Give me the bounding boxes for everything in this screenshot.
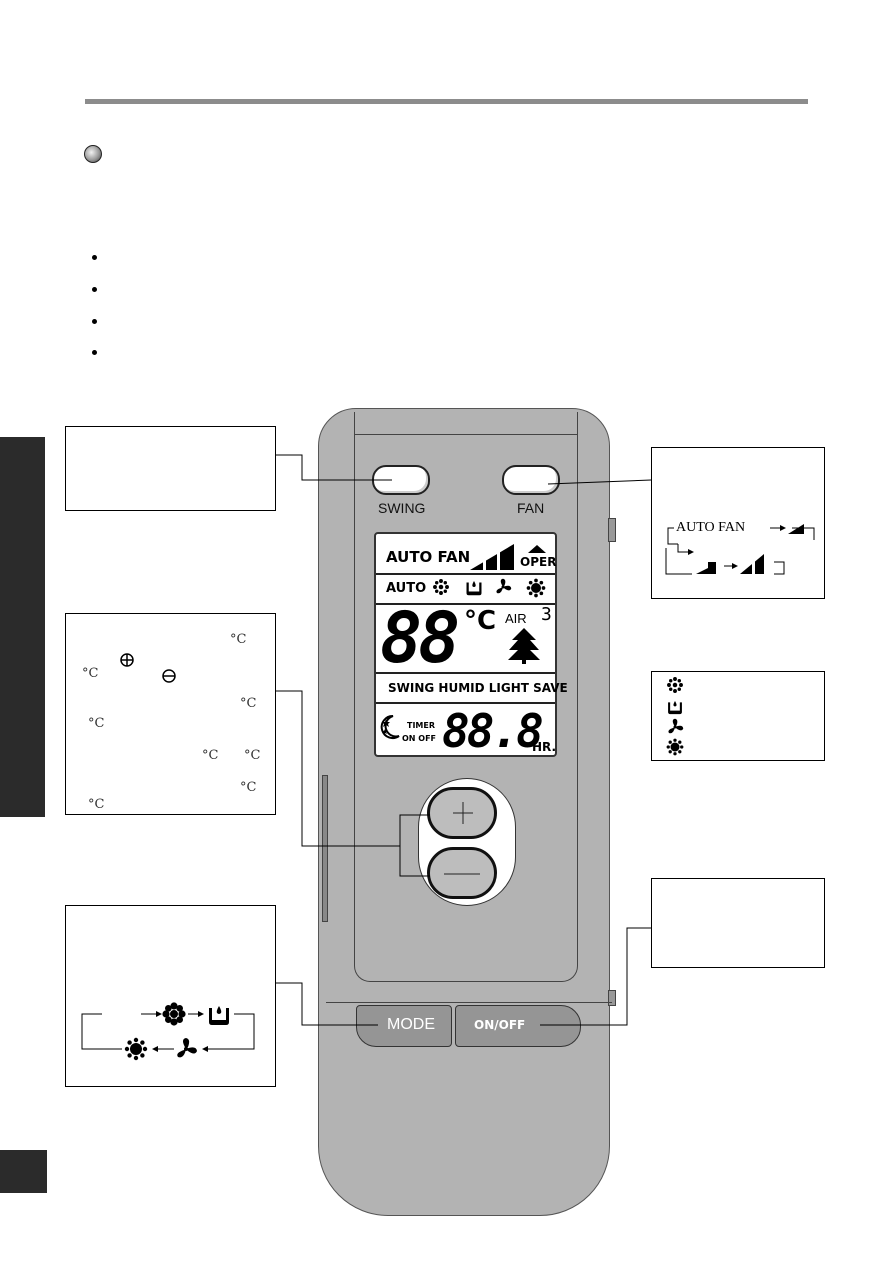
- celsius-unit: °C: [230, 632, 247, 647]
- remote-side-notch: [608, 518, 616, 542]
- header-rule: [85, 99, 808, 104]
- fan-speed-bars-icon: [470, 544, 514, 570]
- dry-mode-icon: [466, 581, 482, 596]
- temperature-callout: °C °C °C °C °C °C °C °C: [65, 613, 276, 815]
- lcd-oper: OPER: [520, 555, 557, 569]
- panel-divider: [354, 434, 578, 435]
- celsius-unit: °C: [202, 748, 219, 763]
- lcd-auto: AUTO: [386, 581, 427, 596]
- fan-mode-icon: [177, 1038, 197, 1058]
- sleep-moon-icon: [380, 714, 400, 739]
- list-bullet: [92, 287, 97, 292]
- onoff-label: ON/OFF: [474, 1018, 526, 1032]
- section-marker-icon: [84, 145, 102, 163]
- oper-arrow-icon: [528, 545, 546, 553]
- temp-up-button[interactable]: [427, 787, 497, 839]
- cool-mode-icon: [433, 579, 449, 595]
- mode-cycle-diagram: [81, 1011, 255, 1052]
- mode-callout: [65, 905, 276, 1087]
- heat-mode-icon: [666, 738, 684, 756]
- temp-down-button[interactable]: [427, 847, 497, 899]
- lcd-auto-fan: AUTO FAN: [386, 548, 471, 566]
- remote-side-notch: [608, 990, 616, 1006]
- lcd-air: AIR: [505, 611, 527, 626]
- fan-mode-icon: [496, 578, 512, 594]
- lcd-temperature: 88: [380, 597, 460, 679]
- onoff-button[interactable]: ON/OFF: [455, 1005, 581, 1047]
- tree-icon: [508, 628, 540, 664]
- lcd-divider: [376, 573, 555, 575]
- lcd-timer: TIMER: [407, 721, 436, 730]
- auto-fan-label: AUTO FAN: [676, 520, 746, 535]
- lcd-hr: HR.: [532, 740, 557, 754]
- celsius-unit: °C: [240, 780, 257, 795]
- fan-label: FAN: [517, 500, 545, 516]
- dry-mode-icon: [209, 1006, 229, 1025]
- celsius-unit: °C: [88, 716, 105, 731]
- heat-mode-icon: [526, 578, 546, 598]
- swing-label: SWING: [378, 500, 426, 516]
- celsius-unit: °C: [88, 797, 105, 812]
- mode-legend-callout: [651, 671, 825, 761]
- fan-mode-icon: [668, 718, 684, 734]
- mode-label: MODE: [387, 1016, 435, 1033]
- onoff-callout: [651, 878, 825, 968]
- cool-mode-icon: [162, 1002, 186, 1026]
- lcd-divider: [376, 672, 555, 674]
- lcd-celsius: °C: [464, 606, 497, 636]
- list-bullet: [92, 319, 97, 324]
- lcd-display: AUTO FAN OPER AUTO 88 °C AIR 3 SWING HUM…: [374, 532, 568, 758]
- fan-speed-cycle: [665, 524, 815, 575]
- lcd-divider: [376, 603, 555, 605]
- minus-icon: [444, 873, 480, 875]
- lcd-divider: [376, 702, 555, 704]
- dry-mode-icon: [668, 700, 682, 715]
- mode-button[interactable]: MODE: [356, 1005, 452, 1047]
- fan-button[interactable]: [502, 465, 560, 495]
- list-bullet: [92, 350, 97, 355]
- lcd-functions: SWING HUMID LIGHT SAVE: [388, 681, 568, 695]
- celsius-unit: °C: [82, 666, 99, 681]
- cool-mode-icon: [667, 677, 683, 693]
- plus-icon: [453, 802, 473, 824]
- minus-circle-icon: [162, 669, 176, 683]
- swing-callout: [65, 426, 276, 511]
- remote-side-ridge: [322, 775, 328, 922]
- list-bullet: [92, 255, 97, 260]
- lcd-on-off: ON OFF: [402, 734, 437, 743]
- heat-mode-icon: [124, 1037, 148, 1061]
- remote-front-panel: [354, 412, 578, 982]
- side-section-tab: [0, 437, 45, 817]
- fan-speed-callout: AUTO FAN: [651, 447, 825, 599]
- panel-seam: [326, 1002, 612, 1003]
- celsius-unit: °C: [244, 748, 261, 763]
- plus-circle-icon: [120, 653, 134, 667]
- celsius-unit: °C: [240, 696, 257, 711]
- lcd-air-level: 3: [541, 604, 552, 625]
- lcd-timer-digits: 88.8: [442, 704, 544, 758]
- page-number-tab: [0, 1150, 47, 1193]
